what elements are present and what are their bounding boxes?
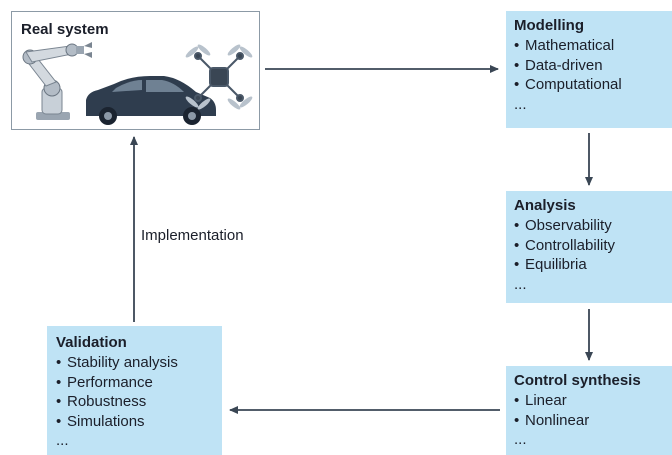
- real-system-title: Real system: [21, 21, 109, 38]
- list-item: ...: [514, 275, 527, 293]
- control-synthesis-box: Control synthesis •Linear •Nonlinear ...: [506, 366, 672, 455]
- list-item: •Nonlinear: [514, 411, 590, 429]
- real-system-box: Real system: [11, 11, 260, 130]
- validation-title: Validation: [56, 334, 127, 351]
- validation-box: Validation •Stability analysis •Performa…: [47, 326, 222, 455]
- list-item: •Simulations: [56, 412, 145, 430]
- analysis-box: Analysis •Observability •Controllability…: [506, 191, 672, 303]
- validation-list: •Stability analysis •Performance •Robust…: [56, 353, 178, 451]
- list-item: •Performance: [56, 373, 153, 391]
- control-synthesis-list: •Linear •Nonlinear ...: [514, 391, 589, 450]
- implementation-label: Implementation: [141, 227, 244, 244]
- list-item: ...: [514, 95, 527, 113]
- modelling-box: Modelling •Mathematical •Data-driven •Co…: [506, 11, 672, 128]
- list-item: •Stability analysis: [56, 354, 178, 371]
- real-system-illustrations: [22, 42, 253, 125]
- analysis-list: •Observability •Controllability •Equilib…: [514, 216, 615, 294]
- list-item: •Computational: [514, 76, 622, 93]
- list-item: •Controllability: [514, 236, 616, 254]
- list-item: •Robustness: [56, 393, 147, 410]
- analysis-title: Analysis: [514, 197, 576, 214]
- drone-icon: [185, 44, 253, 110]
- robot-arm-icon: [22, 42, 92, 120]
- list-item: •Data-driven: [514, 56, 603, 74]
- list-item: •Linear: [514, 392, 567, 409]
- list-item: •Observability: [514, 217, 612, 234]
- list-item: ...: [514, 431, 527, 448]
- list-item: •Mathematical: [514, 37, 615, 54]
- modelling-title: Modelling: [514, 17, 584, 34]
- car-icon: [86, 76, 216, 125]
- control-synthesis-title: Control synthesis: [514, 372, 641, 389]
- list-item: ...: [56, 432, 69, 449]
- list-item: •Equilibria: [514, 256, 587, 273]
- modelling-list: •Mathematical •Data-driven •Computationa…: [514, 36, 622, 114]
